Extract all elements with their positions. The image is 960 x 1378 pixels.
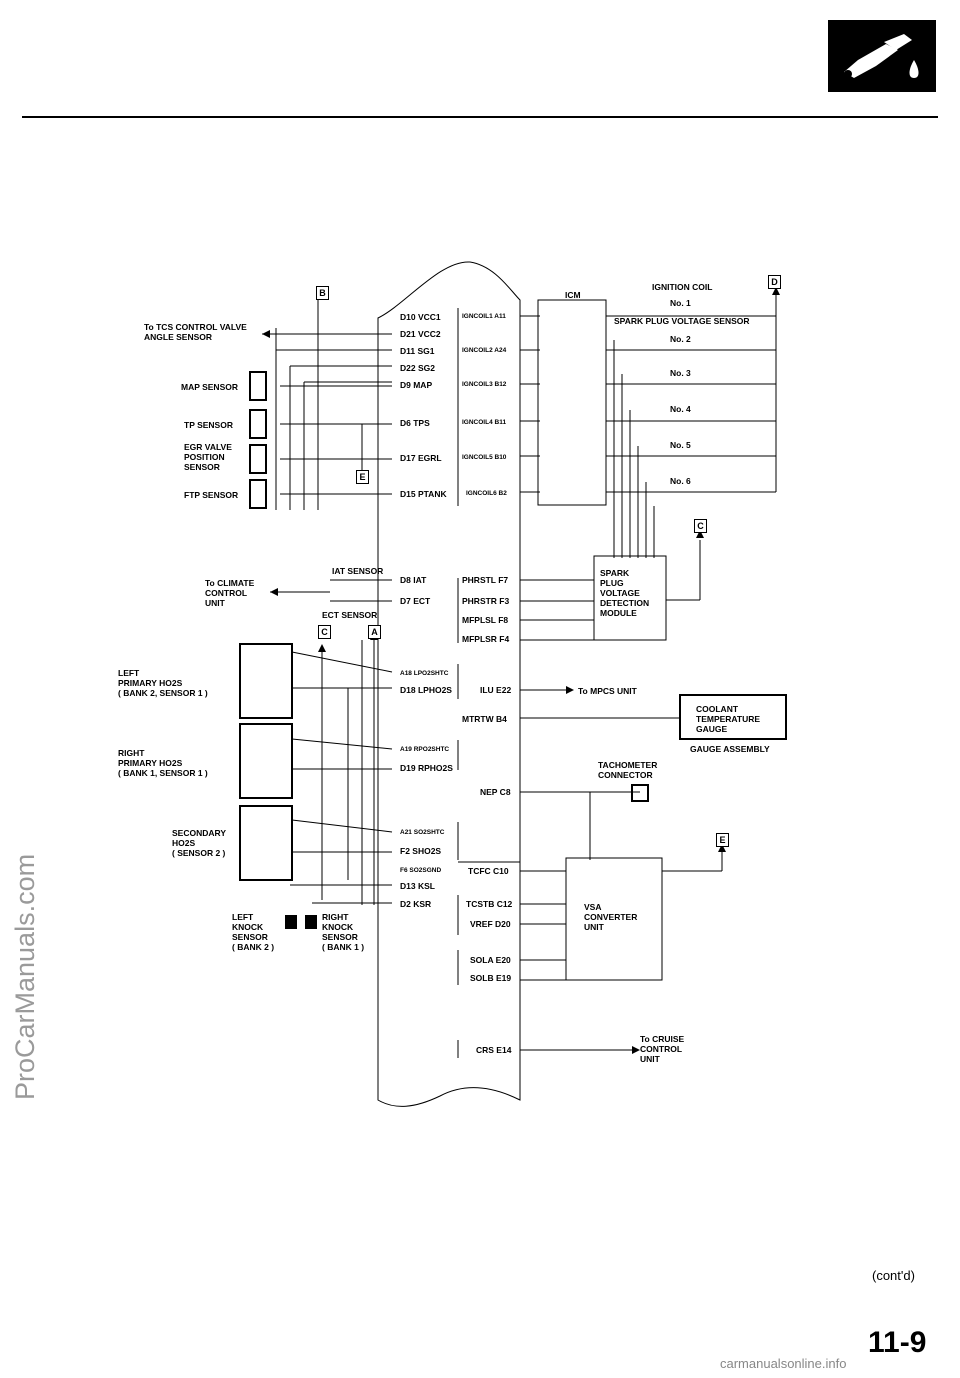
contd-label: (cont'd) — [872, 1268, 915, 1283]
mpcs-label: To MPCS UNIT — [578, 686, 637, 696]
secondary-ho2s-label: SECONDARY HO2S ( SENSOR 2 ) — [172, 828, 226, 858]
pin-a11: IGNCOIL1 A11 — [462, 313, 506, 320]
watermark: ProCarManuals.com — [10, 853, 40, 1100]
pin-d6: D6 TPS — [400, 418, 430, 428]
spark-sensor-label: SPARK PLUG VOLTAGE SENSOR — [614, 316, 750, 326]
right-knock-label: RIGHT KNOCK SENSOR ( BANK 1 ) — [322, 912, 365, 952]
pin-c8: NEP C8 — [480, 787, 511, 797]
tag-c: C — [694, 519, 707, 533]
tag-d: D — [768, 275, 781, 289]
tachometer-label: TACHOMETER CONNECTOR — [598, 760, 658, 780]
pin-a21: A21 SO2SHTC — [400, 829, 445, 836]
pin-e19: SOLB E19 — [470, 973, 512, 983]
pin-c12: TCSTB C12 — [466, 899, 513, 909]
ftp-sensor-label: FTP SENSOR — [184, 490, 239, 500]
icm-label: ICM — [565, 290, 581, 300]
pin-e22: ILU E22 — [480, 685, 512, 695]
vsa-label: VSA CONVERTER UNIT — [584, 902, 638, 932]
coil-6-label: No. 6 — [670, 476, 691, 486]
pin-f2: F2 SHO2S — [400, 846, 442, 856]
pin-a19: A19 RPO2SHTC — [400, 746, 450, 753]
section-tab — [828, 20, 936, 92]
pin-f4: MFPLSR F4 — [462, 634, 510, 644]
site-footer: carmanualsonline.info — [720, 1356, 847, 1371]
pin-d19: D19 RPHO2S — [400, 763, 453, 773]
tp-sensor-label: TP SENSOR — [184, 420, 233, 430]
pin-d11: D11 SG1 — [400, 346, 435, 356]
pin-d22: D22 SG2 — [400, 363, 435, 373]
pin-d20: VREF D20 — [470, 919, 511, 929]
coil-5-label: No. 5 — [670, 440, 691, 450]
pin-b10: IGNCOIL5 B10 — [462, 454, 507, 461]
coolant-gauge-label: COOLANT TEMPERATURE GAUGE — [696, 704, 761, 734]
pin-d15: D15 PTANK — [400, 489, 447, 499]
pin-d8: D8 IAT — [400, 575, 427, 585]
left-ho2s-label: LEFT PRIMARY HO2S ( BANK 2, SENSOR 1 ) — [118, 668, 208, 698]
pin-f7: PHRSTL F7 — [462, 575, 509, 585]
ignition-coil-label: IGNITION COIL — [652, 282, 713, 292]
gauge-assembly-label: GAUGE ASSEMBLY — [690, 744, 770, 754]
coil-1-label: No. 1 — [670, 298, 691, 308]
pin-d9: D9 MAP — [400, 380, 433, 390]
pin-b2: IGNCOIL6 B2 — [466, 490, 507, 497]
egr-sensor-label: EGR VALVE POSITION SENSOR — [184, 442, 232, 472]
right-ho2s-label: RIGHT PRIMARY HO2S ( BANK 1, SENSOR 1 ) — [118, 748, 208, 778]
pin-c10: TCFC C10 — [468, 866, 509, 876]
map-sensor-label: MAP SENSOR — [181, 382, 238, 392]
spark-module-label: SPARK PLUG VOLTAGE DETECTION MODULE — [600, 568, 650, 618]
pin-d18: D18 LPHO2S — [400, 685, 452, 695]
pin-b4: MTRTW B4 — [462, 714, 507, 724]
cruise-label: To CRUISE CONTROL UNIT — [640, 1034, 685, 1064]
iat-sensor-label: IAT SENSOR — [332, 566, 384, 576]
tcs-label: To TCS CONTROL VALVE ANGLE SENSOR — [144, 322, 247, 342]
pin-d13: D13 KSL — [400, 881, 435, 891]
tag-e: E — [356, 470, 369, 484]
pin-d7: D7 ECT — [400, 596, 431, 606]
coil-2-label: No. 2 — [670, 334, 691, 344]
tag-e-right: E — [716, 833, 729, 847]
pin-f3: PHRSTR F3 — [462, 596, 510, 606]
pin-a24: IGNCOIL2 A24 — [462, 347, 507, 354]
pin-e14: CRS E14 — [476, 1045, 512, 1055]
pin-b11: IGNCOIL4 B11 — [462, 419, 507, 426]
pin-b12: IGNCOIL3 B12 — [462, 381, 507, 388]
tag-c-lower: C — [318, 625, 331, 639]
pin-d10: D10 VCC1 — [400, 312, 441, 322]
coil-4-label: No. 4 — [670, 404, 691, 414]
pin-f6: F6 SO2SGND — [400, 867, 442, 874]
coil-3-label: No. 3 — [670, 368, 691, 378]
pin-d21: D21 VCC2 — [400, 329, 441, 339]
climate-label: To CLIMATE CONTROL UNIT — [205, 578, 255, 608]
pin-f8: MFPLSL F8 — [462, 615, 509, 625]
ect-sensor-label: ECT SENSOR — [322, 610, 378, 620]
header-rule — [22, 116, 938, 118]
pin-a18: A18 LPO2SHTC — [400, 670, 449, 677]
pin-e20: SOLA E20 — [470, 955, 511, 965]
tag-b: B — [316, 286, 329, 300]
pin-d2: D2 KSR — [400, 899, 432, 909]
page-number: 11-9 — [868, 1326, 927, 1359]
tag-a: A — [368, 625, 381, 639]
fuel-nozzle-icon — [844, 34, 919, 78]
pin-d17: D17 EGRL — [400, 453, 442, 463]
left-knock-label: LEFT KNOCK SENSOR ( BANK 2 ) — [232, 912, 275, 952]
